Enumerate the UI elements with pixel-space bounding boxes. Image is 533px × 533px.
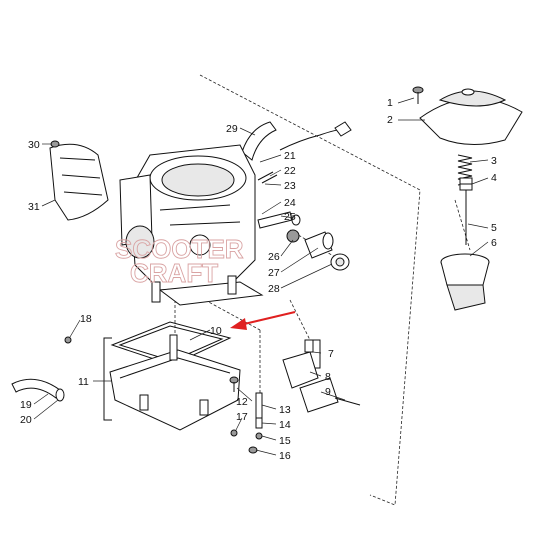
float-part-8 xyxy=(282,351,339,413)
drain-hose-part-19 xyxy=(11,378,61,399)
leader-lines xyxy=(33,97,489,456)
callout-31: 31 xyxy=(28,201,40,213)
callout-22: 22 xyxy=(284,165,296,177)
needle-holder-part-4 xyxy=(459,177,473,191)
jet-part-13 xyxy=(255,392,263,419)
cap-part-28 xyxy=(330,253,350,271)
callout-15: 15 xyxy=(279,435,291,447)
callout-21: 21 xyxy=(284,150,296,162)
callout-20: 20 xyxy=(20,414,32,426)
callout-7: 7 xyxy=(328,348,334,360)
callout-12: 12 xyxy=(236,396,248,408)
watermark-line-2: CRAFT xyxy=(130,258,218,288)
callout-25: 25 xyxy=(284,211,296,223)
clamp-part-20 xyxy=(55,388,65,402)
screw-part-30 xyxy=(50,140,60,148)
callout-23: 23 xyxy=(284,180,296,192)
callout-13: 13 xyxy=(279,404,291,416)
jet-holder-part-14 xyxy=(255,417,263,429)
float-pin-part-9 xyxy=(334,397,361,406)
callout-14: 14 xyxy=(279,419,291,431)
callout-30: 30 xyxy=(28,139,40,151)
screw-part-18 xyxy=(64,336,72,344)
callout-16: 16 xyxy=(279,450,291,462)
plug-part-16 xyxy=(248,446,258,454)
cover-part-31 xyxy=(49,143,109,221)
screw-part-17 xyxy=(230,429,238,437)
watermark-line-1: SCOOTER xyxy=(115,234,244,264)
callout-8: 8 xyxy=(325,371,331,383)
fuel-hose-part-29 xyxy=(241,121,277,161)
callout-9: 9 xyxy=(325,386,331,398)
carburetor-body xyxy=(119,144,264,306)
callout-11: 11 xyxy=(78,376,89,388)
callout-24: 24 xyxy=(284,197,296,209)
callout-27: 27 xyxy=(268,267,280,279)
top-cover-part-2 xyxy=(419,88,523,146)
callout-6: 6 xyxy=(491,237,497,249)
oring-part-26 xyxy=(286,229,300,243)
callout-18: 18 xyxy=(80,313,92,325)
callout-1: 1 xyxy=(387,97,393,109)
screw-part-1 xyxy=(412,86,424,104)
cable-parts-21-23 xyxy=(257,121,352,184)
assembly-guide-lines xyxy=(174,74,471,506)
callout-26: 26 xyxy=(268,251,280,263)
slide-part-6 xyxy=(440,253,490,311)
highlight-arrow xyxy=(230,311,296,330)
callout-5: 5 xyxy=(491,222,497,234)
bracket-11 xyxy=(103,337,112,421)
watermark: SCOOTER CRAFT xyxy=(115,234,245,289)
callout-10: 10 xyxy=(210,325,222,337)
oring-part-15 xyxy=(255,432,263,440)
callout-labels: 1 2 3 4 5 6 7 8 9 10 11 12 13 14 15 16 1… xyxy=(20,97,497,462)
washer-part-25 xyxy=(291,214,301,226)
callout-29: 29 xyxy=(226,123,238,135)
bracket-7 xyxy=(312,339,321,369)
callout-28: 28 xyxy=(268,283,280,295)
plunger-part-27 xyxy=(304,231,334,259)
callout-19: 19 xyxy=(20,399,32,411)
float-bowl-part-11 xyxy=(109,334,241,431)
screw-part-12 xyxy=(229,376,239,392)
callout-17: 17 xyxy=(236,411,248,423)
callout-4: 4 xyxy=(491,172,497,184)
callout-2: 2 xyxy=(387,114,393,126)
callout-3: 3 xyxy=(491,155,497,167)
needle-valve-part-7 xyxy=(304,339,314,353)
